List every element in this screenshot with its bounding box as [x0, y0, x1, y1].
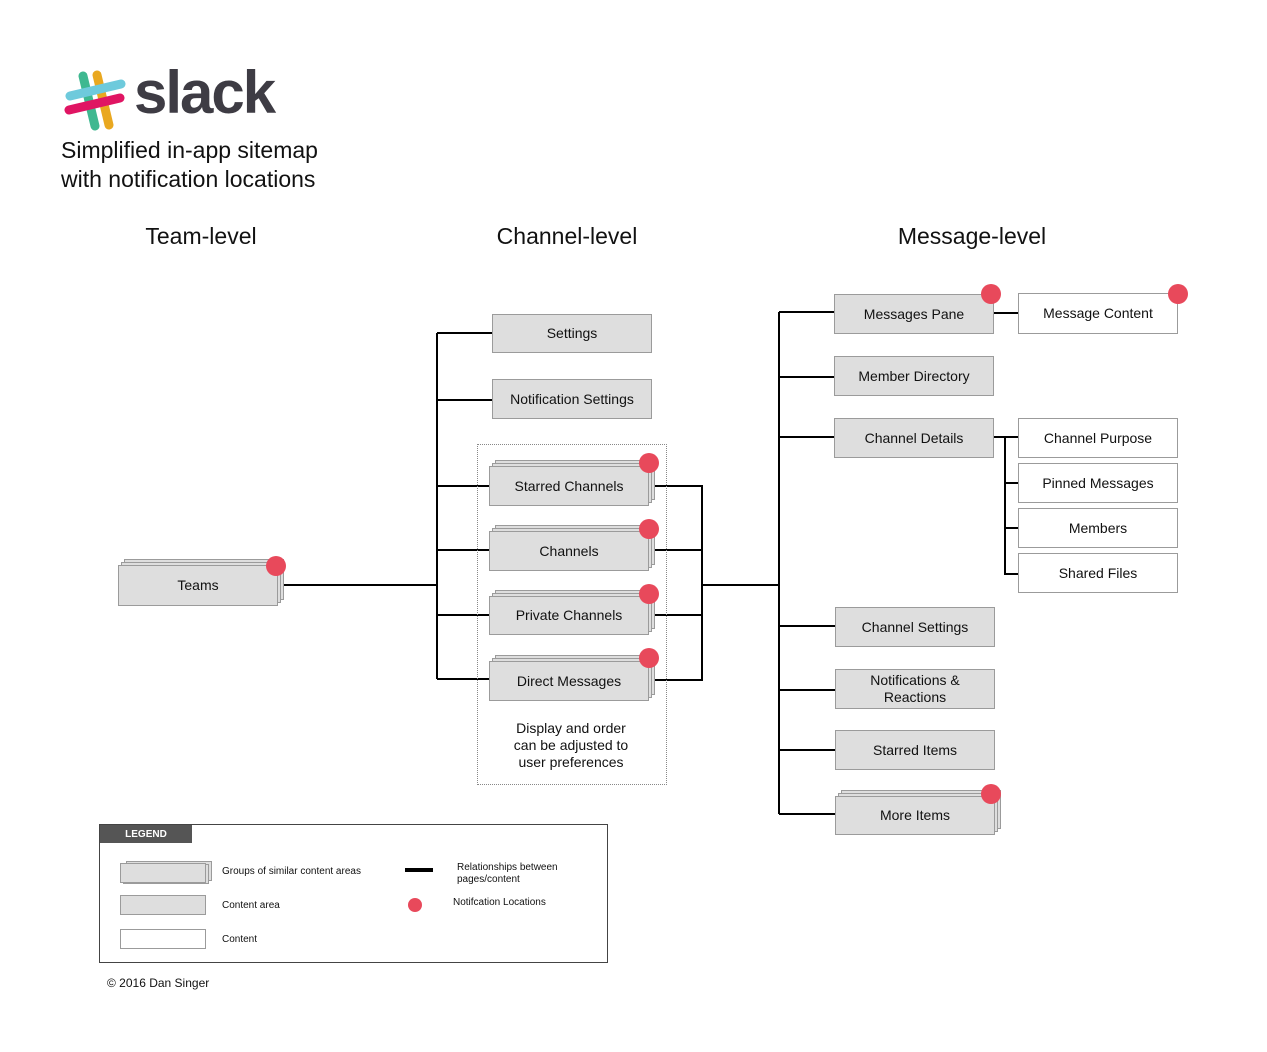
- channel-purpose-node[interactable]: Channel Purpose: [1018, 418, 1178, 458]
- message-content-node[interactable]: Message Content: [1018, 293, 1178, 334]
- legend-relationships-line-2: pages/content: [457, 874, 520, 885]
- channel-settings-node[interactable]: Channel Settings: [835, 607, 995, 647]
- notification-dot: [639, 584, 659, 604]
- legend-notification-dot: [408, 898, 422, 912]
- teams-node[interactable]: Teams: [118, 559, 284, 606]
- member-directory-node[interactable]: Member Directory: [834, 356, 994, 396]
- notification-dot: [639, 519, 659, 539]
- notifications-reactions-node[interactable]: Notifications & Reactions: [835, 669, 995, 709]
- notification-dot: [981, 284, 1001, 304]
- brand-wordmark: slack: [134, 59, 276, 126]
- starred-items-node[interactable]: Starred Items: [835, 730, 995, 770]
- members-node[interactable]: Members: [1018, 508, 1178, 548]
- group-note: Display and order can be adjusted to use…: [490, 720, 652, 771]
- private-channels-label: Private Channels: [489, 596, 649, 635]
- direct-messages-node[interactable]: Direct Messages: [489, 655, 655, 701]
- legend-content-swatch: [120, 929, 206, 949]
- notification-dot: [639, 648, 659, 668]
- notifications-reactions-line-2: Reactions: [883, 689, 947, 705]
- legend-content-area-label: Content area: [222, 900, 280, 911]
- notifications-reactions-line-1: Notifications &: [870, 672, 960, 688]
- copyright: © 2016 Dan Singer: [107, 976, 210, 990]
- channels-label: Channels: [489, 531, 649, 571]
- group-note-line-1: Display and order: [516, 720, 626, 736]
- channels-node[interactable]: Channels: [489, 525, 655, 571]
- legend-relationships-label: Relationships between pages/content: [457, 862, 558, 886]
- direct-messages-label: Direct Messages: [489, 661, 649, 701]
- legend-line-swatch: [405, 868, 433, 872]
- more-items-label: More Items: [835, 796, 995, 835]
- message-level-heading: Message-level: [897, 223, 1047, 249]
- pinned-messages-node[interactable]: Pinned Messages: [1018, 463, 1178, 503]
- channel-group-container: [477, 444, 667, 785]
- notification-dot: [981, 784, 1001, 804]
- notification-settings-node[interactable]: Notification Settings: [492, 379, 652, 419]
- group-note-line-2: can be adjusted to: [513, 737, 629, 753]
- legend-relationships-line-1: Relationships between: [457, 862, 558, 873]
- legend-groups-label: Groups of similar content areas: [222, 866, 361, 877]
- starred-channels-label: Starred Channels: [489, 466, 649, 506]
- legend-title: LEGEND: [100, 825, 192, 843]
- shared-files-node[interactable]: Shared Files: [1018, 553, 1178, 593]
- page-subtitle: Simplified in-app sitemap with notificat…: [61, 136, 318, 194]
- messages-pane-node[interactable]: Messages Pane: [834, 294, 994, 334]
- notification-dot: [266, 556, 286, 576]
- channel-details-node[interactable]: Channel Details: [834, 418, 994, 458]
- legend: LEGEND Groups of similar content areas C…: [99, 824, 608, 963]
- more-items-node[interactable]: More Items: [835, 790, 1001, 835]
- private-channels-node[interactable]: Private Channels: [489, 590, 655, 635]
- slack-logo-icon: [64, 70, 126, 131]
- starred-channels-node[interactable]: Starred Channels: [489, 460, 655, 506]
- legend-content-area-swatch: [120, 895, 206, 915]
- legend-content-label: Content: [222, 934, 258, 945]
- legend-group-swatch: [120, 863, 206, 883]
- notification-dot: [1168, 284, 1188, 304]
- settings-node[interactable]: Settings: [492, 314, 652, 353]
- channel-level-heading: Channel-level: [496, 223, 638, 249]
- notification-dot: [639, 453, 659, 473]
- subtitle-line-1: Simplified in-app sitemap: [61, 137, 318, 163]
- team-level-heading: Team-level: [145, 223, 257, 249]
- legend-notification-label: Notifcation Locations: [453, 897, 546, 908]
- subtitle-line-2: with notification locations: [61, 166, 316, 192]
- group-note-line-3: user preferences: [518, 754, 624, 770]
- teams-label: Teams: [118, 565, 278, 606]
